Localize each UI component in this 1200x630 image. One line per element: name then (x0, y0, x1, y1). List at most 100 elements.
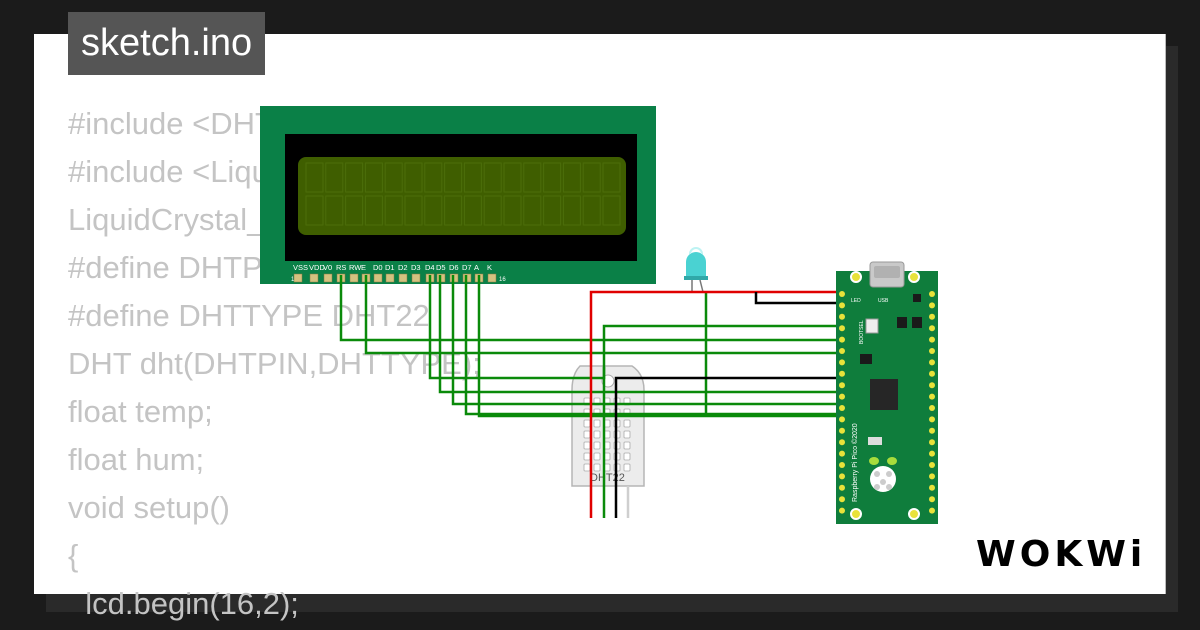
pico-pin[interactable] (929, 507, 935, 514)
lcd-pin[interactable] (385, 273, 395, 283)
pico-pin[interactable] (929, 484, 935, 491)
lcd-cell (582, 195, 601, 226)
pico-pin[interactable] (839, 484, 845, 491)
pico-pin[interactable] (839, 496, 845, 503)
wire-led (704, 292, 846, 417)
raspberry-pi-pico[interactable]: LED USB BOOTSEL Raspberry Pi Pico ©2020 (836, 261, 938, 524)
lcd-pin[interactable] (323, 273, 333, 283)
lcd-cell (582, 162, 601, 193)
lcd-pin[interactable] (349, 273, 359, 283)
lcd-cell (345, 195, 364, 226)
pico-pins (839, 291, 935, 514)
pico-pin[interactable] (929, 291, 935, 297)
pico-pin[interactable] (839, 336, 845, 343)
dht22-sensor[interactable]: DHT22 (571, 365, 645, 487)
led[interactable] (684, 247, 708, 293)
pico-pin[interactable] (839, 393, 845, 400)
pico-pin[interactable] (929, 450, 935, 457)
dht22-grille-slot (583, 463, 591, 472)
dht22-grille-slot (593, 441, 601, 450)
pico-pin[interactable] (929, 462, 935, 468)
lcd-cell (384, 195, 403, 226)
lcd-cell (503, 195, 522, 226)
pico-pin[interactable] (839, 473, 845, 480)
raspberry-logo-icon (869, 457, 897, 492)
code-line: lcd.begin(16,2); (68, 586, 299, 621)
lcd-pin-label: D1 (385, 263, 395, 272)
pico-pin[interactable] (929, 325, 935, 332)
pico-pin[interactable] (929, 348, 935, 354)
pico-pin[interactable] (929, 336, 935, 343)
pico-pin[interactable] (839, 359, 845, 366)
pico-pin[interactable] (839, 416, 845, 423)
pico-pin[interactable] (929, 405, 935, 411)
dht22-grille-slot (593, 430, 601, 439)
lcd-pin[interactable] (487, 273, 497, 283)
lcd-pin-label: RW (349, 263, 362, 272)
pico-board-label: Raspberry Pi Pico ©2020 (851, 423, 859, 502)
pico-pin[interactable] (839, 370, 845, 377)
pico-pin[interactable] (929, 473, 935, 480)
file-tab[interactable]: sketch.ino (68, 12, 266, 75)
pico-pin[interactable] (929, 370, 935, 377)
dht22-grille-slot (583, 419, 591, 428)
lcd-cell (463, 162, 482, 193)
lcd-cell (345, 162, 364, 193)
pico-pin[interactable] (839, 450, 845, 457)
lcd-cell (463, 195, 482, 226)
lcd-pin-end-label: 16 (499, 277, 506, 283)
lcd-pin-label: D5 (436, 263, 446, 272)
pico-pin[interactable] (839, 462, 845, 468)
pico-pin[interactable] (839, 507, 845, 514)
lcd-pin[interactable] (293, 273, 303, 283)
dht22-grille-slot (593, 463, 601, 472)
pico-pin[interactable] (839, 325, 845, 332)
wire-rs (339, 275, 846, 342)
lcd-pin-label: D7 (462, 263, 472, 272)
pico-pin[interactable] (839, 291, 845, 297)
lcd-cell (602, 162, 621, 193)
pico-pin[interactable] (839, 348, 845, 354)
pico-pin[interactable] (839, 302, 845, 309)
dht22-grille-slot (623, 452, 631, 461)
pico-pin[interactable] (929, 359, 935, 366)
pico-pin[interactable] (929, 416, 935, 423)
wokwi-logo-text: WOKWi (976, 534, 1146, 575)
pico-pin[interactable] (929, 393, 935, 400)
pico-pin[interactable] (839, 313, 845, 320)
lcd-cell (404, 195, 423, 226)
pico-pin[interactable] (839, 439, 845, 446)
pico-pin[interactable] (929, 382, 935, 389)
code-line: #define DHTTYPE DHT22 (68, 298, 430, 333)
lcd-cell (325, 162, 344, 193)
pico-pin[interactable] (929, 427, 935, 434)
lcd-cell (384, 162, 403, 193)
pico-pin[interactable] (929, 302, 935, 309)
code-line: { (68, 538, 79, 573)
pico-pin[interactable] (929, 439, 935, 446)
pico-pin[interactable] (929, 313, 935, 320)
lcd-cell (483, 162, 502, 193)
pico-pin[interactable] (839, 405, 845, 411)
lcd-pin[interactable] (309, 273, 319, 283)
lcd-pin-label: RS (336, 263, 346, 272)
code-line: float hum; (68, 442, 205, 477)
pico-pin[interactable] (929, 496, 935, 503)
lcd-pin-label: VSS (293, 263, 308, 272)
lcd-pin[interactable] (411, 273, 421, 283)
lcd-pin[interactable] (398, 273, 408, 283)
lcd-cell (325, 195, 344, 226)
lcd-cell (444, 162, 463, 193)
lcd-cell (424, 195, 443, 226)
lcd-pin-start-label: 1 (291, 277, 295, 283)
pico-led-label: LED (851, 298, 861, 304)
pico-pin[interactable] (839, 382, 845, 389)
lcd-pin-label: A (474, 263, 479, 272)
lcd-cell (602, 195, 621, 226)
lcd-cell (523, 195, 542, 226)
lcd-pin[interactable] (373, 273, 383, 283)
bootsel-button[interactable] (865, 318, 879, 334)
pico-pin[interactable] (839, 427, 845, 434)
